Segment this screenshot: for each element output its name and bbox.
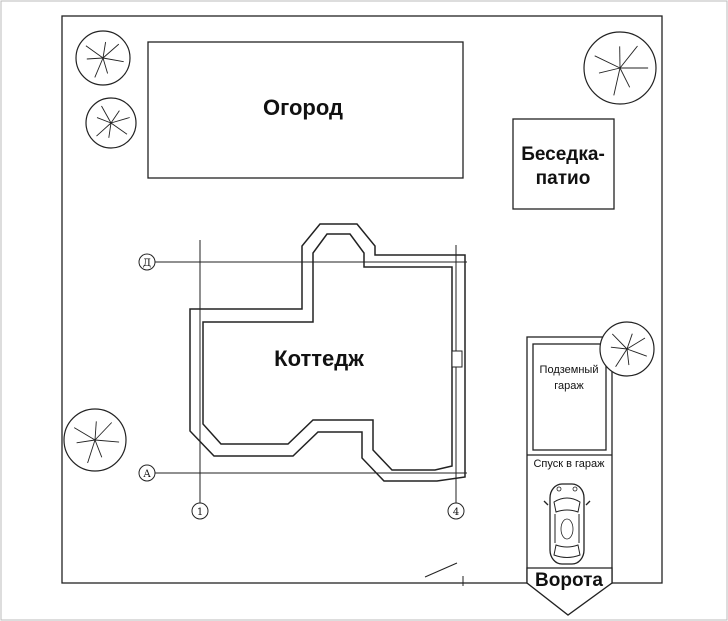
- gate-arrow: [526, 567, 613, 616]
- garden-bed: [147, 41, 464, 179]
- garage-label-line1: Подземный: [540, 364, 599, 376]
- axis-label-a: А: [143, 469, 151, 480]
- wicket-gate: [424, 562, 458, 578]
- axis-marker-4: [447, 502, 465, 520]
- underground-garage: [532, 343, 607, 451]
- tree-icon: [63, 408, 127, 472]
- axis-label-1: 1: [197, 507, 203, 518]
- tree-icon: [75, 30, 131, 86]
- ramp-label: Спуск в гараж: [533, 458, 605, 470]
- gate-label: Ворота: [535, 570, 603, 591]
- tree-icon: [85, 97, 137, 149]
- gazebo-label-line2: патио: [536, 168, 591, 189]
- car-icon: [543, 483, 591, 565]
- site-fence: [61, 15, 663, 584]
- gazebo-label-line1: Беседка-: [521, 144, 605, 165]
- tree-icon: [599, 321, 655, 377]
- axis-label-4: 4: [453, 507, 459, 518]
- axis-marker-d: [138, 253, 156, 271]
- cottage-inner-wall: [202, 233, 453, 471]
- axis-marker-a: [138, 464, 156, 482]
- cottage-label: Коттедж: [274, 346, 364, 371]
- cottage-outer-wall: [189, 223, 466, 482]
- garden-label: Огород: [263, 95, 343, 120]
- axis-marker-1: [191, 502, 209, 520]
- gazebo: [512, 118, 615, 210]
- tree-icon: [583, 31, 657, 105]
- cottage-window: [451, 350, 463, 368]
- axis-label-d: Д: [143, 258, 151, 269]
- garage-label-line2: гараж: [554, 380, 584, 392]
